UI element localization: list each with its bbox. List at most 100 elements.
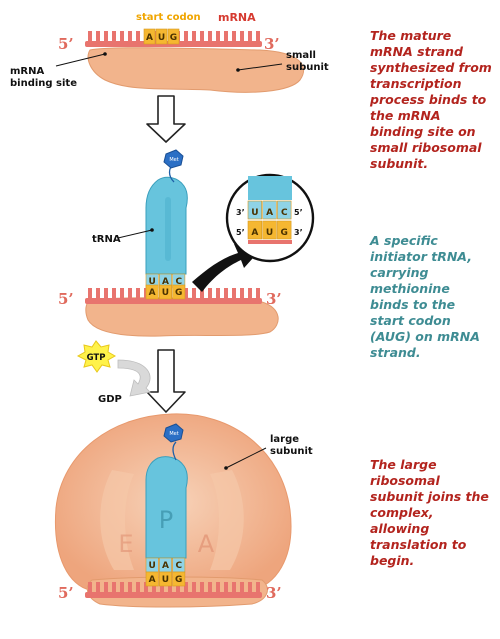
mrna-binding-site-pointer (55, 53, 106, 67)
mrna-label: mRNA (218, 11, 256, 24)
trna-pointer (117, 229, 153, 239)
mrna-nucleotide-tick (120, 288, 124, 299)
mrna-nucleotide-tick (176, 582, 180, 593)
mrna-nucleotide-tick (96, 31, 100, 42)
codon-base-box (159, 571, 172, 587)
mrna-nucleotide-tick (120, 582, 124, 593)
mrna-nucleotide-tick (104, 31, 108, 42)
mrna-nucleotide-tick (120, 31, 124, 42)
zoom-5-prime-bottom: 5’ (236, 228, 245, 237)
codon-base-box (172, 284, 186, 300)
down-arrow-1 (146, 95, 186, 143)
mrna-nucleotide-tick (88, 31, 92, 42)
mrna-nucleotide-tick (128, 582, 132, 593)
mrna-nucleotide-tick (128, 31, 132, 42)
mrna-nucleotide-tick (112, 288, 116, 299)
mrna-nucleotide-tick (232, 582, 236, 593)
codon-base-letter: G (170, 33, 177, 43)
zoom-codon-base-letter: U (266, 228, 273, 238)
mrna-nucleotide-tick (240, 582, 244, 593)
mrna-nucleotide-tick (184, 288, 188, 299)
mrna-nucleotide-tick (256, 31, 260, 42)
mrna-nucleotide-tick (224, 582, 228, 593)
mrna-nucleotide-tick (168, 582, 172, 593)
small-subunit-label-line2: subunit (286, 62, 329, 73)
mrna-nucleotide-tick (232, 31, 236, 42)
codon-base-letter: G (175, 575, 182, 585)
mrna-nucleotide-tick (136, 582, 140, 593)
codon-base-letter: G (175, 288, 182, 298)
mrna-nucleotide-tick (216, 582, 220, 593)
codon-base-box (172, 571, 186, 587)
large-subunit-inner-right (210, 470, 244, 570)
codon-base-letter: A (149, 288, 156, 298)
mrna-nucleotide-tick (160, 582, 164, 593)
mrna-nucleotide-tick (112, 31, 116, 42)
mrna-nucleotide-tick (256, 288, 260, 299)
zoom-codon-base-box (277, 220, 292, 240)
zoom-3-prime-bottom: 3’ (294, 228, 303, 237)
mrna-strand-3 (85, 582, 262, 598)
description-step-3: The large ribosomal subunit joins the co… (370, 457, 489, 568)
mrna-strand-1 (85, 31, 262, 47)
zoom-anticodon-base-letter: U (251, 208, 258, 218)
mrna-nucleotide-tick (216, 288, 220, 299)
mrna-nucleotide-tick (184, 582, 188, 593)
anticodon-base-letter: U (148, 277, 155, 287)
mrna-nucleotide-tick (208, 288, 212, 299)
start-codon-label: start codon (136, 12, 201, 23)
mrna-nucleotide-tick (224, 31, 228, 42)
small-subunit-pointer-1 (237, 63, 283, 71)
down-arrow-2 (146, 349, 186, 413)
codon-base-letter: U (158, 33, 165, 43)
mrna-nucleotide-tick (184, 31, 188, 42)
zoom-anticodon-base-letter: C (281, 208, 288, 218)
codon-base-box (167, 28, 180, 45)
five-prime-label-2: 5’ (58, 290, 74, 308)
met-label-2: Met (169, 431, 178, 437)
three-prime-label-2: 3’ (266, 290, 282, 308)
mrna-nucleotide-tick (192, 31, 196, 42)
gtp-burst-icon (76, 340, 117, 373)
codon-base-box (143, 28, 156, 45)
mrna-nucleotide-tick (88, 582, 92, 593)
codon-base-letter: U (162, 575, 169, 585)
anticodon-base-letter: A (162, 561, 169, 571)
mrna-nucleotide-tick (248, 288, 252, 299)
zoom-anticodon-base-letter: A (266, 208, 273, 218)
description-step-2: A specific initiator tRNA, carrying meth… (370, 233, 480, 360)
small-subunit-1 (87, 47, 305, 93)
site-e-label: E (118, 530, 133, 558)
large-subunit-label-line2: subunit (270, 446, 313, 457)
mrna-nucleotide-tick (208, 582, 212, 593)
trna-zoom (248, 176, 292, 200)
mrna-nucleotide-tick (216, 31, 220, 42)
methionine-icon-1 (163, 149, 184, 169)
mrna-nucleotide-tick (88, 288, 92, 299)
mrna-nucleotide-tick (96, 582, 100, 593)
zoom-anticodon-base-box (247, 200, 262, 220)
met-tether-2 (172, 441, 177, 461)
mrna-nucleotide-tick (144, 582, 148, 593)
zoom-arrow (192, 244, 262, 292)
gdp-label: GDP (98, 394, 122, 405)
mrna-nucleotide-tick (200, 288, 204, 299)
mrna-backbone (85, 298, 262, 304)
mrna-nucleotide-tick (248, 31, 252, 42)
site-a-label: A (198, 530, 215, 558)
mrna-nucleotide-tick (192, 582, 196, 593)
large-subunit-inner-left (100, 470, 134, 570)
small-subunit-label-line1: small (286, 50, 316, 61)
codon-base-letter: U (162, 288, 169, 298)
anticodon-base-letter: A (162, 277, 169, 287)
mrna-nucleotide-tick (232, 288, 236, 299)
zoom-3-prime-top: 3’ (236, 208, 245, 217)
codon-base-box (145, 284, 159, 300)
mrna-nucleotide-tick (96, 288, 100, 299)
